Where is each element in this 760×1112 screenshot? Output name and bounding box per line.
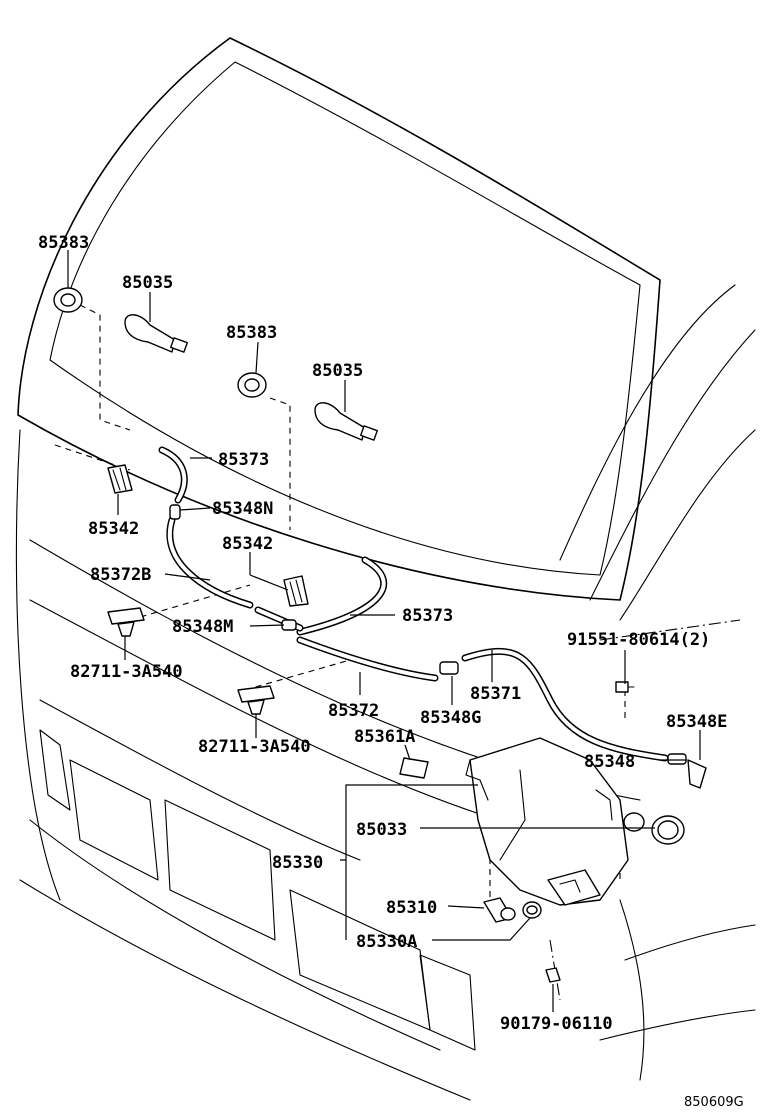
callout-85033: 85033 bbox=[356, 820, 407, 840]
callout-82711-center: 82711-3A540 bbox=[198, 737, 311, 757]
nozzle-85035-left bbox=[124, 314, 188, 353]
callout-85383-center: 85383 bbox=[226, 323, 277, 343]
grommet-85383-left bbox=[53, 287, 83, 313]
callout-85330a: 85330A bbox=[356, 932, 417, 952]
callout-85348: 85348 bbox=[584, 752, 635, 772]
diagram-reference-number: 850609G bbox=[684, 1095, 744, 1110]
callout-85035-center: 85035 bbox=[312, 361, 363, 381]
connector-85348e bbox=[667, 753, 687, 765]
washer-pump-85310 bbox=[483, 897, 516, 923]
callout-91551-80614: 91551-80614(2) bbox=[567, 630, 710, 650]
callout-85372: 85372 bbox=[328, 701, 379, 721]
retainer-82711-left bbox=[107, 607, 145, 637]
callout-85348e: 85348E bbox=[666, 712, 727, 732]
connector-85348m bbox=[281, 619, 297, 631]
callout-85310: 85310 bbox=[386, 898, 437, 918]
callout-85342-center: 85342 bbox=[222, 534, 273, 554]
grommet-85383-center bbox=[237, 372, 267, 398]
nut-90179-06110 bbox=[545, 967, 561, 983]
clip-85342-left bbox=[107, 464, 133, 494]
callout-85348m: 85348M bbox=[172, 617, 233, 637]
leader-lines bbox=[67, 250, 701, 1012]
callout-85035-left: 85035 bbox=[122, 273, 173, 293]
tank-cap-85033 bbox=[623, 812, 685, 845]
bolt-91551-80614 bbox=[615, 681, 635, 693]
callout-85383-left: 85383 bbox=[38, 233, 89, 253]
hose-end-85348 bbox=[687, 759, 707, 789]
callout-85373-lower: 85373 bbox=[402, 606, 453, 626]
callout-85372b: 85372B bbox=[90, 565, 151, 585]
callout-85330: 85330 bbox=[272, 853, 323, 873]
callout-85342-left: 85342 bbox=[88, 519, 139, 539]
washer-hoses bbox=[158, 446, 669, 762]
callout-85348g: 85348G bbox=[420, 708, 481, 728]
connector-85348n bbox=[169, 504, 181, 520]
retainer-82711-center bbox=[237, 685, 275, 715]
nozzle-85035-center bbox=[314, 402, 378, 441]
washer-tank-85330 bbox=[465, 737, 629, 906]
pump-grommet-85330a bbox=[522, 901, 542, 919]
connector-85348g bbox=[439, 661, 459, 675]
guide-lines bbox=[54, 304, 741, 1001]
callout-85348n: 85348N bbox=[212, 499, 273, 519]
clip-85342-center bbox=[283, 575, 309, 607]
callout-82711-left: 82711-3A540 bbox=[70, 662, 183, 682]
callout-90179-06110: 90179-06110 bbox=[500, 1014, 613, 1034]
callout-85371: 85371 bbox=[470, 684, 521, 704]
washer-parts bbox=[53, 287, 707, 983]
cushion-85361a bbox=[399, 757, 429, 779]
callout-85373-upper: 85373 bbox=[218, 450, 269, 470]
callout-85361a: 85361A bbox=[354, 727, 415, 747]
callout-labels: 85383 85035 85383 85035 85373 85348N 853… bbox=[38, 233, 744, 1110]
vehicle-body-outline bbox=[15, 37, 756, 1101]
